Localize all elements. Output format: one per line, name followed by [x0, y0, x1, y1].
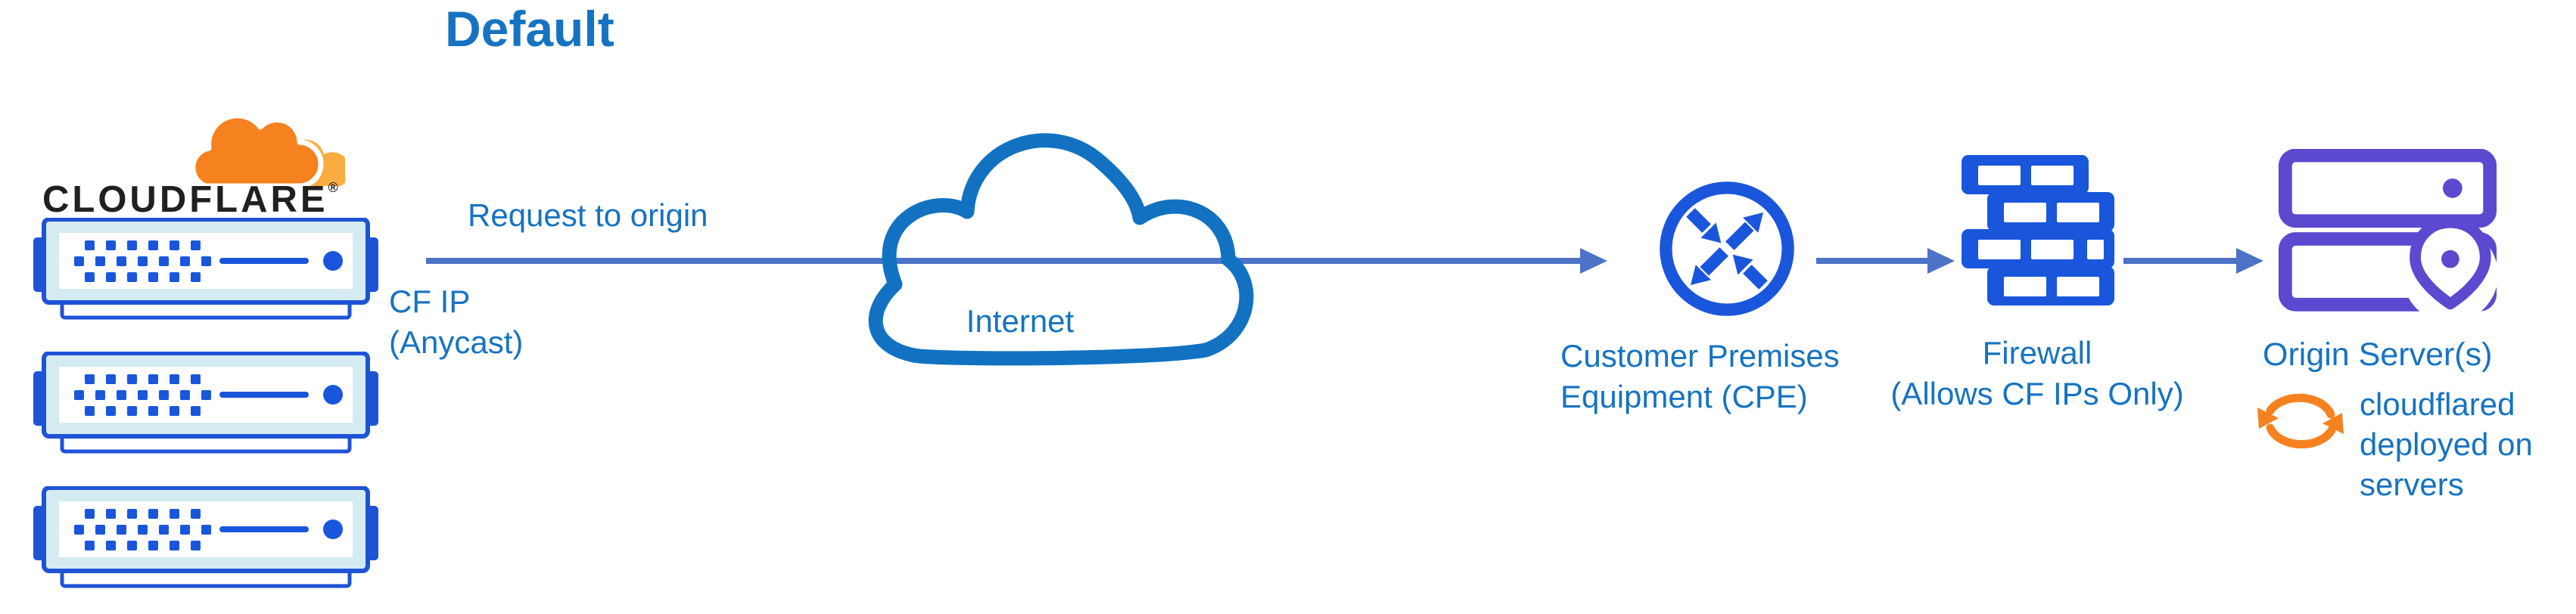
internet-cloud-icon [868, 133, 1254, 366]
firewall-label: Firewall (Allows CF IPs Only) [1867, 333, 2207, 414]
edge-server-icon-1 [33, 218, 378, 320]
cloudflared-note-line2: deployed on [2360, 426, 2533, 462]
request-to-origin-label: Request to origin [468, 197, 708, 233]
diagram-title: Default [445, 1, 614, 57]
cloudflared-note-line1: cloudflared [2360, 386, 2515, 422]
registered-mark: ® [328, 180, 338, 195]
cf-ip-label-line1: CF IP [389, 284, 471, 319]
cloudflared-note: cloudflared deployed on servers [2360, 384, 2533, 504]
cf-ip-anycast-label: CF IP (Anycast) [389, 281, 523, 363]
cpe-to-firewall-arrow [1816, 248, 1955, 274]
cloudflared-note-line3: servers [2360, 467, 2464, 502]
cloudflared-sync-icon [2257, 393, 2344, 449]
cf-ip-label-line2: (Anycast) [389, 324, 524, 360]
firewall-label-line2: (Allows CF IPs Only) [1890, 376, 2184, 411]
cloudflare-logo-cloud-icon [190, 113, 345, 189]
firewall-to-origin-arrow [2123, 248, 2263, 274]
cloudflare-wordmark-text: CLOUDFLARE [42, 179, 328, 220]
arrowhead-icon [1927, 248, 1955, 274]
arrowhead-icon [2236, 248, 2263, 274]
cpe-label-line2: Equipment (CPE) [1560, 379, 1808, 414]
firewall-icon [1962, 155, 2114, 305]
internet-label: Internet [966, 303, 1075, 339]
origin-servers-label: Origin Server(s) [2263, 336, 2493, 373]
edge-server-icon-3 [33, 486, 378, 588]
arrowhead-icon [1580, 248, 1607, 274]
origin-servers-icon [2278, 149, 2499, 323]
cloudflare-wordmark: CLOUDFLARE® [42, 178, 338, 221]
edge-server-icon-2 [33, 352, 378, 454]
cpe-router-icon [1660, 181, 1794, 316]
cpe-label-line1: Customer Premises [1560, 338, 1840, 374]
firewall-label-line1: Firewall [1982, 335, 2092, 371]
request-to-origin-arrow [426, 248, 1607, 274]
cpe-label: Customer Premises Equipment (CPE) [1560, 336, 1840, 417]
